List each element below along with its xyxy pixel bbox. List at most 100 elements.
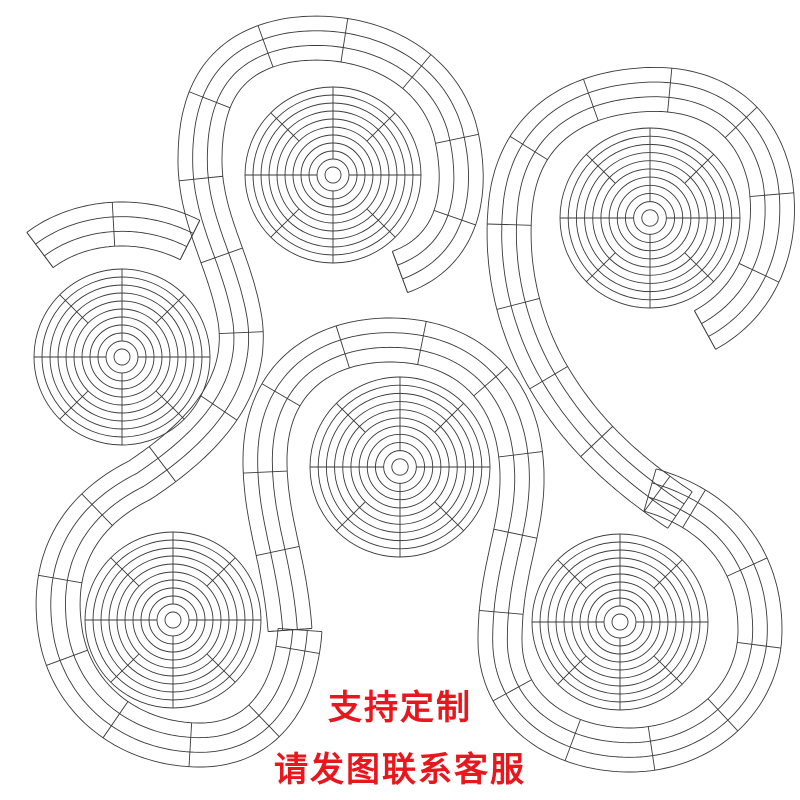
band-tie — [335, 325, 350, 369]
band-tie — [257, 25, 274, 68]
band-rail — [242, 317, 739, 729]
band-tie — [102, 701, 129, 739]
band-tie — [256, 545, 300, 557]
band-rail — [486, 66, 795, 529]
band-end-cap — [26, 232, 54, 268]
band-tie — [179, 175, 223, 182]
band-tie — [647, 726, 656, 771]
concentric-target — [531, 533, 709, 711]
target-ring — [105, 340, 139, 374]
target-ring — [316, 158, 350, 192]
target-spoke — [653, 559, 683, 589]
target-ring — [156, 603, 190, 637]
band-tie — [111, 202, 116, 247]
target-spoke — [366, 112, 396, 142]
band-tie — [188, 91, 231, 109]
band-tie — [498, 451, 543, 458]
band-tie — [148, 446, 177, 482]
band-rail — [35, 15, 484, 768]
band-tie — [479, 610, 524, 615]
band-tie — [243, 470, 288, 474]
target-spoke — [336, 501, 366, 531]
band-rail — [50, 30, 469, 753]
curved-band — [242, 317, 783, 773]
target-spoke — [155, 390, 185, 420]
target-ring — [164, 611, 182, 629]
band-end-cap — [694, 310, 716, 350]
concentric-target — [559, 127, 741, 309]
target-spoke — [366, 208, 396, 238]
target-spoke — [557, 655, 587, 685]
band-tie — [200, 395, 238, 421]
concentric-target — [33, 268, 211, 446]
band-tie — [402, 54, 432, 89]
band-rail — [79, 59, 440, 724]
concentric-target — [84, 531, 262, 709]
band-rail — [515, 96, 766, 505]
target-spoke — [434, 403, 464, 433]
band-tie — [219, 331, 264, 335]
band-tie — [749, 192, 794, 197]
target-ring — [391, 458, 409, 476]
caption-contact-service: 请发图联系客服 — [274, 750, 526, 790]
band-rail — [44, 230, 187, 257]
band-tie — [340, 18, 349, 63]
band-tie — [200, 247, 243, 264]
target-ring — [383, 450, 417, 484]
concentric-target — [244, 86, 422, 264]
band-tie — [564, 719, 581, 761]
target-ring — [641, 209, 659, 227]
target-spoke — [59, 390, 89, 420]
target-spoke — [206, 557, 236, 587]
target-spoke — [206, 653, 236, 683]
band-end-cap — [643, 468, 657, 512]
band-end-cap — [179, 220, 201, 260]
band-end-cap — [268, 627, 312, 633]
target-spoke — [270, 208, 300, 238]
band-tie — [580, 426, 613, 457]
band-rail — [52, 245, 181, 268]
concentric-target-group — [33, 86, 741, 711]
target-spoke — [110, 557, 140, 587]
band-tie — [248, 704, 280, 737]
band-tie — [261, 383, 301, 407]
band-tie — [583, 79, 599, 121]
band-tie — [707, 698, 739, 732]
caption-custom-support: 支持定制 — [328, 688, 472, 728]
curved-band — [35, 15, 484, 768]
target-spoke — [684, 154, 714, 184]
band-tie — [496, 297, 540, 310]
band-tie — [529, 366, 568, 390]
band-end-cap — [667, 491, 693, 529]
curved-band — [26, 201, 201, 268]
band-rail — [286, 361, 783, 773]
band-tie — [38, 574, 82, 584]
band-rail — [64, 45, 455, 739]
target-ring — [113, 348, 131, 366]
band-tie — [737, 641, 781, 649]
band-tie — [46, 649, 88, 666]
band-tie — [81, 493, 113, 526]
target-spoke — [684, 252, 714, 282]
curved-band-group — [26, 15, 795, 773]
target-spoke — [155, 294, 185, 324]
band-tie — [275, 645, 320, 654]
target-ring — [324, 166, 342, 184]
target-ring — [603, 605, 637, 639]
band-tie — [433, 210, 476, 226]
target-spoke — [336, 403, 366, 433]
band-tie — [492, 679, 532, 702]
band-rail — [271, 346, 768, 758]
band-rail — [530, 110, 751, 493]
band-tie — [493, 528, 537, 539]
band-tie — [509, 136, 548, 161]
band-end-cap — [391, 251, 409, 293]
band-tie — [188, 722, 193, 767]
band-tie — [682, 489, 706, 528]
band-tie — [667, 68, 673, 113]
band-tie — [738, 263, 780, 283]
band-rail — [501, 81, 781, 517]
band-tie — [726, 557, 768, 577]
target-spoke — [59, 294, 89, 324]
